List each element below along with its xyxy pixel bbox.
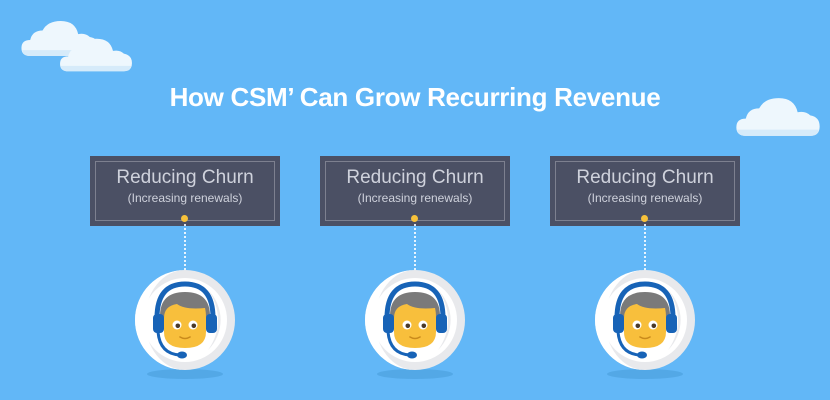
connector-dot	[411, 215, 418, 222]
page-title: How CSM’ Can Grow Recurring Revenue	[169, 82, 661, 112]
card-title: Reducing Churn	[576, 167, 714, 188]
customer-support-agent-icon	[363, 270, 467, 380]
card-title: Reducing Churn	[116, 167, 254, 188]
connector-line	[644, 224, 646, 270]
churn-card: Reducing Churn (Increasing renewals)	[320, 156, 510, 226]
churn-card: Reducing Churn (Increasing renewals)	[550, 156, 740, 226]
cloud-icon	[58, 36, 134, 74]
card-subtitle: (Increasing renewals)	[587, 191, 703, 205]
customer-support-agent-icon	[133, 270, 237, 380]
churn-card: Reducing Churn (Increasing renewals)	[90, 156, 280, 226]
connector-dot	[641, 215, 648, 222]
card-title: Reducing Churn	[346, 167, 484, 188]
card-subtitle: (Increasing renewals)	[127, 191, 243, 205]
connector-line	[184, 224, 186, 270]
card-subtitle: (Increasing renewals)	[357, 191, 473, 205]
connector-dot	[181, 215, 188, 222]
customer-support-agent-icon	[593, 270, 697, 380]
connector-line	[414, 224, 416, 270]
